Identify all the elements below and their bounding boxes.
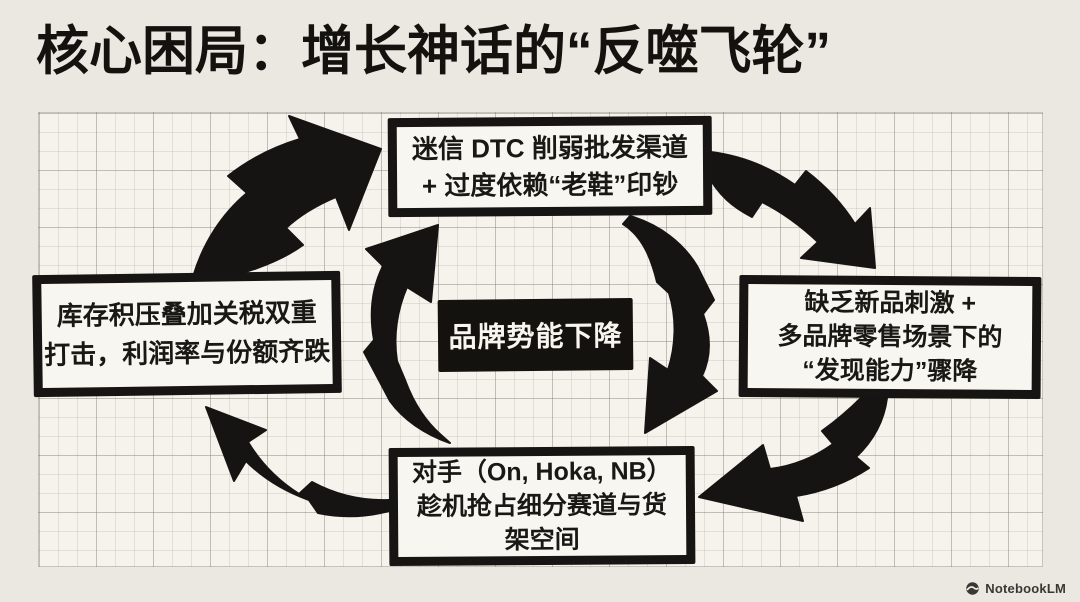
node-text-line: 打击，利润率与份额齐跌 <box>44 336 331 370</box>
footer-brand: NotebookLM <box>965 578 1066 598</box>
node-inventory-tariff: 库存积压叠加关税双重 打击，利润率与份额齐跌 <box>32 270 342 398</box>
node-competitors: 对手（On, Hoka, NB） 趁机抢占细分赛道与货 架空间 <box>388 445 696 567</box>
node-text-line: 趁机抢占细分赛道与货 <box>416 491 668 521</box>
node-text-line: 架空间 <box>504 525 580 555</box>
node-text-line: 对手（On, Hoka, NB） <box>411 457 672 487</box>
page-title: 核心困局：增长神话的“反噬飞轮” <box>36 22 831 81</box>
node-text-line: + 过度依赖“老鞋”印钞 <box>421 168 679 201</box>
node-text-line: 品牌势能下降 <box>448 320 623 353</box>
node-text-line: “发现能力”骤降 <box>802 356 978 386</box>
node-dtc-channel: 迷信 DTC 削弱批发渠道 + 过度依赖“老鞋”印钞 <box>387 115 713 218</box>
node-text-line: 缺乏新品刺激 + <box>804 288 977 318</box>
brand-name: NotebookLM <box>985 580 1066 596</box>
node-text-line: 迷信 DTC 削弱批发渠道 <box>411 131 688 164</box>
notebooklm-logo-icon <box>965 581 980 596</box>
node-brand-momentum-center: 品牌势能下降 <box>437 297 634 373</box>
node-text-line: 多品牌零售场景下的 <box>777 322 1003 352</box>
node-new-product: 缺乏新品刺激 + 多品牌零售场景下的 “发现能力”骤降 <box>738 274 1042 400</box>
node-text-line: 库存积压叠加关税双重 <box>56 297 317 331</box>
